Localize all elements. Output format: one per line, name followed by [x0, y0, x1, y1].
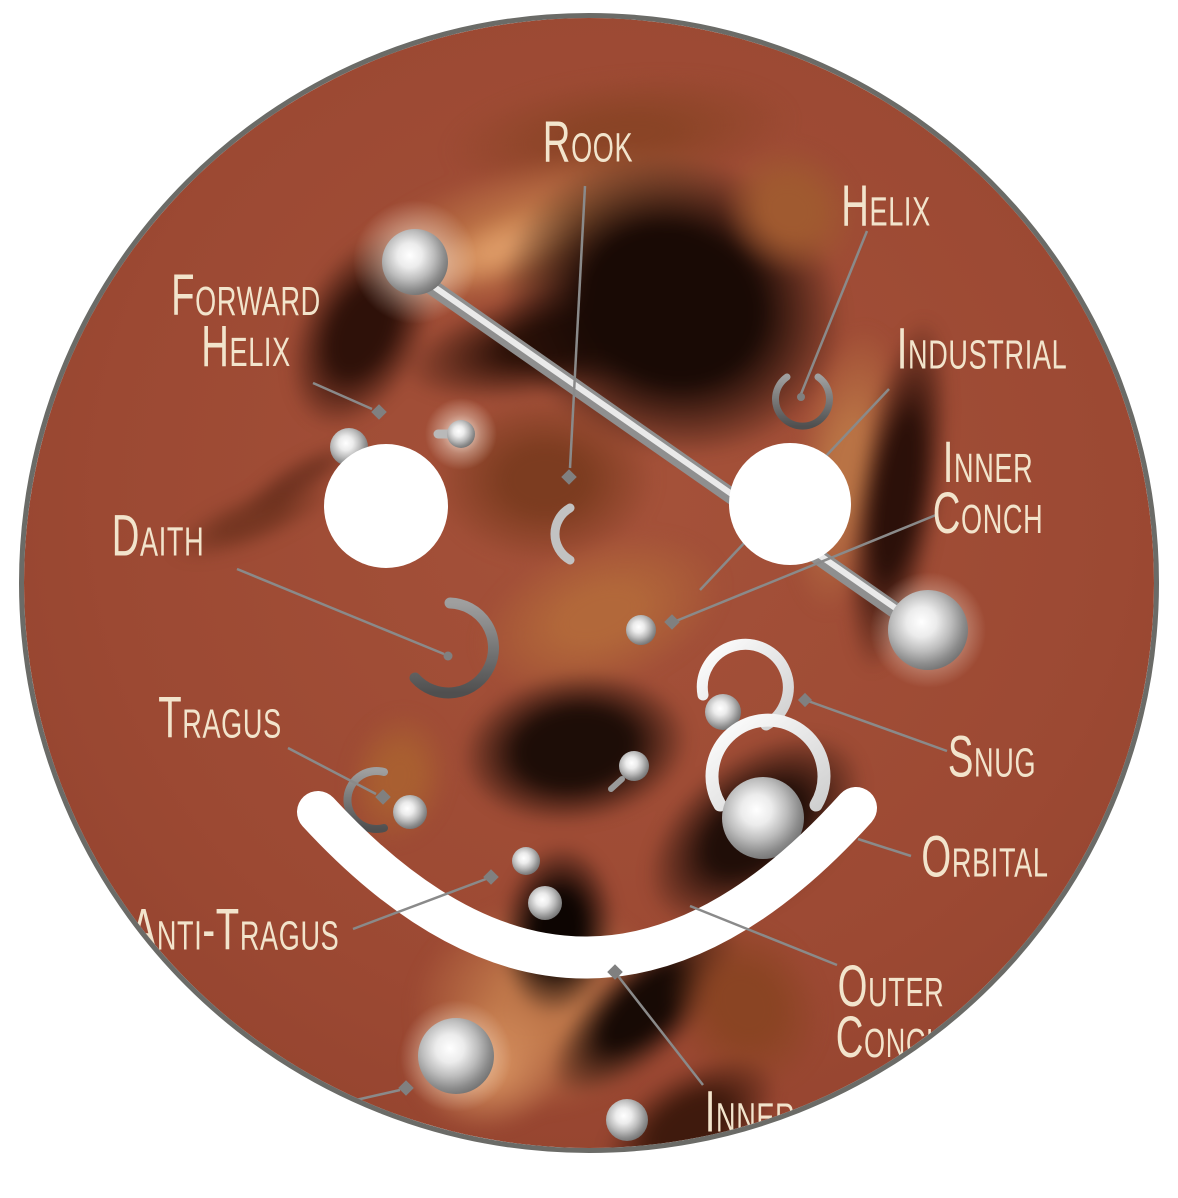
leader-dot [797, 393, 805, 401]
arrowhead [398, 1080, 414, 1096]
forward-helix-stud-ball [447, 420, 475, 448]
label-orbital: Orbital [921, 824, 1049, 890]
snug-ring [696, 638, 794, 731]
orbital-ring [705, 713, 831, 812]
leader-daith [236, 567, 445, 656]
leader-forward-helix [312, 381, 373, 411]
tragus-ring-ball [393, 795, 427, 829]
anti-tragus-stud-ball [512, 847, 540, 875]
lobe-small-ball [606, 1099, 648, 1141]
leader-lines [236, 185, 948, 1107]
label-helix: Helix [841, 173, 931, 239]
leader-tragus [287, 746, 377, 796]
leader-orbital [857, 837, 912, 858]
label-forward-helix: Forward Helix [171, 262, 321, 379]
mid-stud-post [608, 776, 625, 792]
orbital-ring-ball [722, 777, 804, 859]
label-snug: Snug [947, 724, 1037, 790]
label-rook: Rook [542, 109, 634, 175]
mid-stud-ball [619, 751, 649, 781]
leader-inner-conch [675, 513, 937, 623]
tragus-ring [343, 767, 388, 833]
industrial-barbell-bottom-ball [888, 590, 968, 670]
label-daith: Daith [111, 503, 205, 569]
label-anti-tragus: Anti-Tragus [130, 897, 340, 963]
leader-snug [807, 699, 948, 753]
lower-stud-ball [528, 886, 562, 920]
left-circle-cutout [324, 444, 448, 568]
arrowhead [797, 692, 813, 708]
label-tragus: Tragus [158, 685, 282, 751]
label-outer-conch: Outer Conch [835, 953, 947, 1070]
label-inner-lobe: Inner [704, 1079, 796, 1145]
label-industrial: Industrial [896, 316, 1068, 382]
smile-arc [297, 787, 877, 979]
industrial-barbell-bar-highlight [427, 281, 917, 624]
inner-conch-stud-ball [626, 615, 656, 645]
leader-dot [443, 651, 453, 661]
lobe-large-ball [418, 1018, 494, 1094]
rook-curved-barbell [550, 503, 575, 565]
leader-helix [799, 230, 869, 395]
snug-ring-ball [705, 694, 741, 730]
right-circle-cutout [729, 443, 851, 565]
leader-anti-tragus [352, 877, 487, 931]
helix-ring [772, 373, 833, 430]
daith-ring [409, 597, 499, 699]
label-inner-conch: Inner Conch [932, 429, 1044, 546]
leader-rook [568, 185, 587, 469]
industrial-barbell-top-ball [382, 229, 448, 295]
leader-inner-lobe [617, 975, 704, 1086]
leader-outer-conch [689, 904, 838, 967]
